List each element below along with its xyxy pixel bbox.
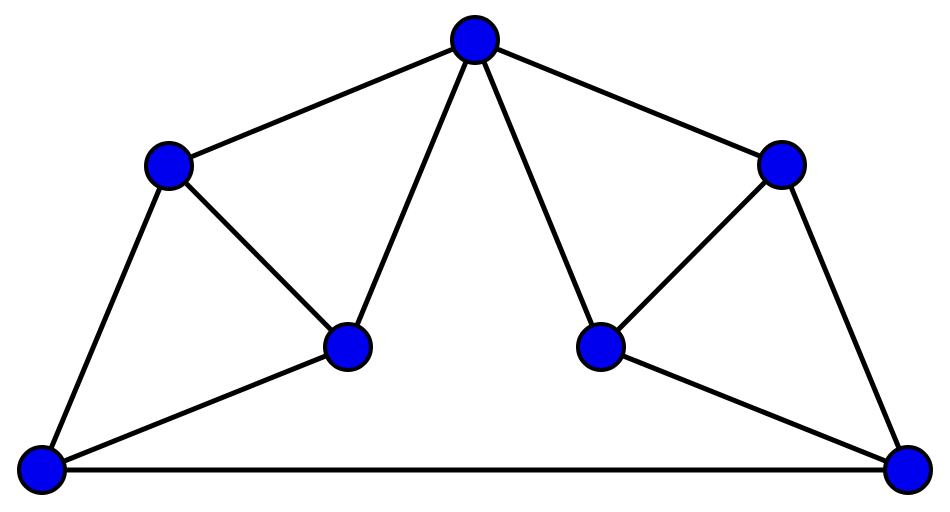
node-circle-n4[interactable] [576, 322, 626, 372]
graph-edge-n0-n3 [345, 39, 478, 348]
node-circle-n1[interactable] [144, 141, 194, 191]
graph-edge-n1-n3 [167, 164, 350, 349]
graph-node-upper-right[interactable] [757, 140, 807, 190]
graph-node-middle-left[interactable] [323, 322, 373, 372]
node-circle-n0[interactable] [450, 15, 500, 65]
nodes-layer [17, 15, 933, 495]
graph-edge-n4-n6 [600, 344, 909, 473]
node-circle-n6[interactable] [883, 445, 933, 495]
node-circle-n3[interactable] [323, 322, 373, 372]
graph-edge-n2-n6 [779, 164, 911, 471]
edges-layer [39, 37, 911, 473]
graph-edge-n0-n1 [168, 37, 476, 169]
graph-edge-n0-n2 [474, 37, 783, 168]
graph-node-upper-left[interactable] [144, 141, 194, 191]
graph-edge-n0-n4 [472, 39, 604, 348]
graph-node-bottom-right[interactable] [883, 445, 933, 495]
graph-edge-n1-n5 [39, 165, 172, 471]
graph-node-middle-right[interactable] [576, 322, 626, 372]
graph-edge-n2-n4 [599, 163, 784, 349]
graph-edge-n3-n5 [41, 344, 349, 473]
node-circle-n5[interactable] [17, 445, 67, 495]
graph-node-top-apex[interactable] [450, 15, 500, 65]
graph-node-bottom-left[interactable] [17, 445, 67, 495]
node-circle-n2[interactable] [757, 140, 807, 190]
